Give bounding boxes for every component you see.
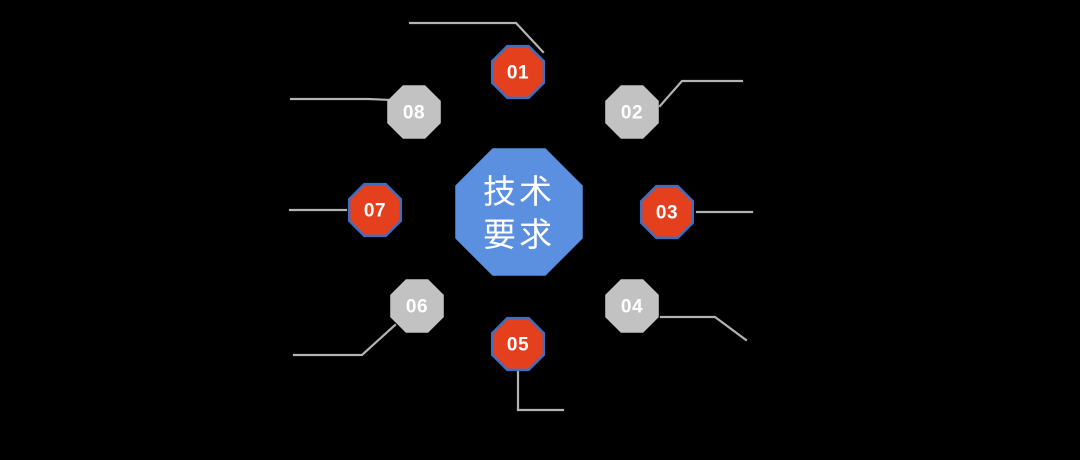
node-05-octagon-icon	[490, 316, 546, 372]
node-03[interactable]: 03	[639, 184, 695, 240]
node-01-label: 01	[507, 63, 529, 84]
node-06[interactable]: 06	[390, 279, 444, 333]
node-01-octagon-icon	[490, 44, 546, 100]
node-03-label: 03	[656, 203, 678, 224]
leader-line-group	[288, 21, 754, 412]
node-06-label: 06	[406, 297, 428, 318]
node-05[interactable]: 05	[490, 316, 546, 372]
node-04-octagon-icon	[605, 279, 659, 333]
node-05-label: 05	[507, 335, 529, 356]
node-08[interactable]: 08	[387, 85, 441, 139]
node-group: 01 02 03 04 05 06 07 08	[347, 44, 695, 372]
center-title-line-2: 要求	[483, 216, 555, 253]
leader-line-04	[659, 315, 748, 342]
node-02-octagon-icon	[605, 85, 659, 139]
node-07[interactable]: 07	[347, 182, 403, 238]
leader-line-05	[516, 370, 565, 412]
center-title-line-1: 技术	[483, 173, 555, 210]
leader-line-01	[408, 21, 545, 54]
leader-line-06	[292, 323, 397, 357]
leader-line-08	[289, 97, 394, 102]
node-02[interactable]: 02	[605, 85, 659, 139]
node-03-octagon-icon	[639, 184, 695, 240]
node-02-label: 02	[621, 103, 643, 124]
node-08-octagon-icon	[387, 85, 441, 139]
node-04-label: 04	[621, 297, 643, 318]
node-08-label: 08	[403, 103, 425, 124]
node-04[interactable]: 04	[605, 279, 659, 333]
node-06-octagon-icon	[390, 279, 444, 333]
node-01[interactable]: 01	[490, 44, 546, 100]
center-octagon-icon	[455, 148, 583, 276]
node-07-label: 07	[364, 201, 386, 222]
leader-line-02	[658, 79, 744, 108]
node-07-octagon-icon	[347, 182, 403, 238]
